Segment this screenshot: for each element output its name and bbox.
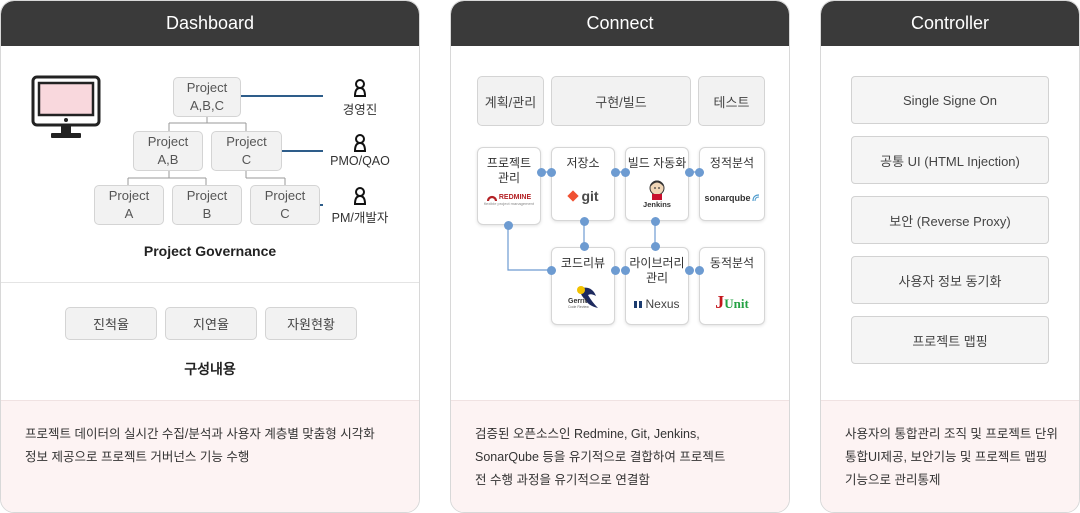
controller-item-security: 보안 (Reverse Proxy) — [851, 196, 1049, 244]
phase-plan-manage: 계획/관리 — [477, 76, 544, 126]
person-executive: 경영진 — [327, 79, 393, 118]
connector-dot — [651, 217, 660, 226]
connector-dot — [621, 168, 630, 177]
tree-connectors — [127, 95, 323, 206]
junit-logo: JUnit — [715, 292, 749, 312]
connector-dot — [685, 266, 694, 275]
connect-description: 검증된 오픈소스인 Redmine, Git, Jenkins, SonarQu… — [451, 400, 789, 512]
controller-item-project-mapping: 프로젝트 맵핑 — [851, 316, 1049, 364]
connect-title: Connect — [451, 1, 789, 46]
nexus-logo: Nexus — [626, 297, 688, 311]
person-pmo: PMO/QAO — [327, 134, 393, 168]
git-logo: git — [552, 188, 614, 204]
phase-test: 테스트 — [698, 76, 765, 126]
sonarqube-logo: sonarqube — [700, 193, 764, 203]
connector-dot — [547, 168, 556, 177]
project-node-a: Project A — [94, 185, 164, 225]
monitor-icon — [31, 75, 101, 138]
person-icon — [353, 134, 367, 152]
tool-repository: 저장소 git — [551, 147, 615, 221]
connector-dot — [611, 168, 620, 177]
controller-panel: Controller Single Signe On 공통 UI (HTML I… — [820, 0, 1080, 513]
person-icon — [353, 187, 367, 205]
controller-item-common-ui: 공통 UI (HTML Injection) — [851, 136, 1049, 184]
connector-dot — [580, 217, 589, 226]
person-icon — [353, 79, 367, 97]
svg-text:Code Review: Code Review — [568, 305, 589, 309]
composition-label: 구성내용 — [184, 361, 236, 377]
jenkins-logo: Jenkins — [626, 180, 688, 209]
svg-text:Gerrit: Gerrit — [568, 298, 588, 305]
tool-code-review: 코드리뷰 Gerrit Code Review — [551, 247, 615, 325]
divider — [1, 282, 419, 283]
project-node-ab: Project A,B — [133, 131, 203, 171]
project-node-c-bottom: Project C — [250, 185, 320, 225]
tool-build-automation: 빌드 자동화 Jenkins — [625, 147, 689, 221]
project-node-c-mid: Project C — [211, 131, 282, 171]
connector-dot — [621, 266, 630, 275]
dashboard-panel: Dashboard Project A,B,C — [0, 0, 420, 513]
connector-dot — [651, 242, 660, 251]
controller-item-sso: Single Signe On — [851, 76, 1049, 124]
project-node-abc: Project A,B,C — [173, 77, 241, 117]
connector-dot — [537, 168, 546, 177]
phase-implement-build: 구현/빌드 — [551, 76, 691, 126]
controller-title: Controller — [821, 1, 1079, 46]
project-node-b: Project B — [172, 185, 242, 225]
dashboard-title: Dashboard — [1, 1, 419, 46]
gerrit-logo: Gerrit Code Review — [552, 284, 614, 310]
governance-label: Project Governance — [143, 243, 277, 259]
connector-dot — [504, 221, 513, 230]
connector-dot — [695, 168, 704, 177]
metric-delay-rate: 지연율 — [165, 307, 257, 340]
connector-dot — [685, 168, 694, 177]
metric-resource-status: 자원현황 — [265, 307, 357, 340]
connector-dot — [580, 242, 589, 251]
connector-dot — [547, 266, 556, 275]
tool-dynamic-analysis: 동적분석 JUnit — [699, 247, 765, 325]
dashboard-description: 프로젝트 데이터의 실시간 수집/분석과 사용자 계층별 맞춤형 시각화 정보 … — [1, 400, 419, 512]
tool-static-analysis: 정적분석 sonarqube — [699, 147, 765, 221]
controller-item-user-sync: 사용자 정보 동기화 — [851, 256, 1049, 304]
connector-dot — [611, 266, 620, 275]
metric-progress-rate: 진척율 — [65, 307, 157, 340]
connector-dot — [695, 266, 704, 275]
redmine-logo: REDMINE flexible project management — [483, 194, 535, 206]
person-pm-developer: PM/개발자 — [327, 187, 393, 226]
controller-description: 사용자의 통합관리 조직 및 프로젝트 단위 통합UI제공, 보안기능 및 프로… — [821, 400, 1079, 512]
